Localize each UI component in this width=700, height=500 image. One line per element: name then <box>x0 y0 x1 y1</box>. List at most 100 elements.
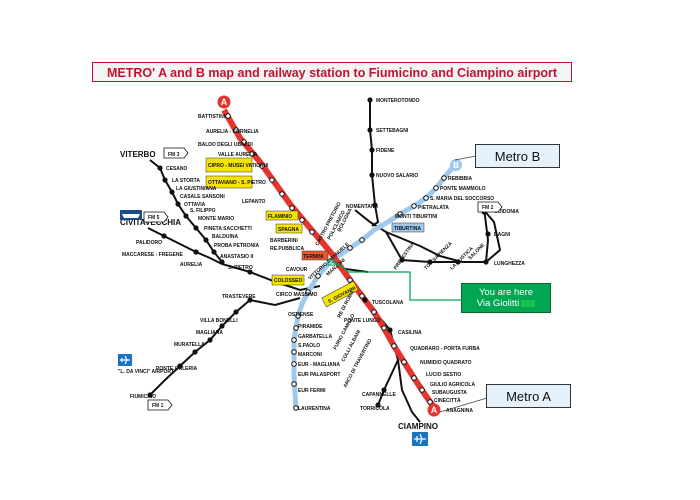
station-pietralata: PIETRALATA <box>418 205 449 211</box>
station-ponte-lungo: PONTE LUNGO <box>344 318 381 324</box>
tiburtina-box <box>391 222 425 233</box>
rail-fm5 <box>147 227 321 292</box>
metro-a-callout-label: Metro A <box>506 388 551 404</box>
fm3-badge: FM 3 <box>163 147 189 159</box>
fm2-badge: FM 2 <box>477 201 503 213</box>
station-dot <box>427 259 433 265</box>
station-proba: PROBA PETRONIA <box>214 243 259 249</box>
city-civitavecchia: CIVITAVECCHIA <box>120 218 181 227</box>
station-dot <box>175 201 181 207</box>
station-dot <box>279 191 285 197</box>
station-dot <box>192 349 198 355</box>
station-dot <box>169 189 175 195</box>
station-la-storta: LA STORTA <box>172 178 200 184</box>
station-dot <box>401 359 407 365</box>
station-dot <box>485 231 491 237</box>
fm3-label: FM 3 <box>168 152 180 158</box>
station-anagnina: ANAGNINA <box>446 408 473 414</box>
station-circo-massimo: CIRCO MASSIMO <box>276 292 318 298</box>
station-s-paolo: S.PAOLO <box>298 343 320 349</box>
rail-fm3 <box>149 159 223 263</box>
station-dot <box>147 392 153 398</box>
station-dot <box>193 225 199 231</box>
station-guidonia: GUIDONIA <box>494 209 519 215</box>
station-dot <box>193 249 199 255</box>
station-dot <box>309 229 315 235</box>
station-s-maria-soccorso: S. MARIA DEL SOCCORSO <box>430 196 494 202</box>
station-villa-bonelli: VILLA BONELLI <box>200 318 238 324</box>
station-capannelle: CAPANNELLE <box>362 392 396 398</box>
station-dot <box>367 97 373 103</box>
station-eur-magliana: EUR - MAGLIANA <box>298 362 340 368</box>
station-dot <box>367 127 373 133</box>
station-lucio-sestio: LUCIO SESTIO <box>426 372 461 378</box>
station-dot <box>203 237 209 243</box>
station-flaminio: FLAMINIO <box>268 214 292 220</box>
station-dot <box>241 139 247 145</box>
station-ponte-mammolo: PONTE MAMMOLO <box>440 186 486 192</box>
station-dot <box>399 257 405 263</box>
station-cavour: CAVOUR <box>286 267 308 273</box>
station-dot <box>211 249 217 255</box>
you-here-marker <box>327 259 337 266</box>
station-baldo: BALDO DEGLI UBALDI <box>198 142 253 148</box>
station-dot <box>295 313 301 319</box>
station-s-filippo: S. FILIPPO <box>190 208 216 214</box>
city-viterbo: VITERBO <box>120 150 156 159</box>
station-dot <box>183 213 189 219</box>
station-dot <box>375 402 381 408</box>
station-dot <box>359 293 365 299</box>
station-dot <box>315 273 321 279</box>
metro-a-badge-label: A <box>221 97 228 107</box>
station-casale: CASALE SANSONI <box>180 194 225 200</box>
s-giovanni-box <box>321 280 359 308</box>
station-battistini: BATTISTINI <box>198 114 226 120</box>
station-dot <box>397 211 403 217</box>
station-casilina: CASILINA <box>398 330 422 336</box>
station-dot <box>249 151 255 157</box>
station-dot <box>362 297 368 303</box>
metro-b-callout: Metro B <box>475 144 560 168</box>
station-subaugusta: SUBAUGUSTA <box>432 390 467 396</box>
metro-b-badge: B <box>450 159 462 171</box>
station-dot <box>162 177 168 183</box>
station-dot <box>371 309 377 315</box>
station-dot <box>259 163 265 169</box>
station-giulio-agricola: GIULIO AGRICOLA <box>430 382 475 388</box>
you-here-leader <box>331 261 461 301</box>
station-porta-furba: QUADRARO - PORTA FURBA <box>410 346 480 352</box>
station-dot <box>293 405 299 411</box>
rail-fm2 <box>385 207 502 263</box>
station-ponte-galeria: PONTE GALERIA <box>156 366 198 372</box>
station-dot <box>433 185 439 191</box>
station-repubblica: RE.PUBBLICA <box>270 246 305 252</box>
station-dot <box>291 361 297 367</box>
station-dot <box>387 327 393 333</box>
station-dot <box>381 325 387 331</box>
station-dot <box>225 113 231 119</box>
fm2-label: FM 2 <box>482 205 494 211</box>
city-ciampino: CIAMPINO <box>398 422 438 431</box>
station-aurelia-cornelia: AURELIA - CORNELIA <box>206 129 259 135</box>
station-la-giustiniana: LA GIUSTINIANA <box>176 186 217 192</box>
station-balduina: BALDUINA <box>212 234 238 240</box>
station-lepanto: LEPANTO <box>242 199 266 205</box>
station-marconi: MARCONI <box>298 352 322 358</box>
station-dot <box>269 177 275 183</box>
station-nuovo-salario: NUOVO SALARIO <box>376 173 418 179</box>
airplane-icon <box>412 432 428 446</box>
ship-icon <box>120 210 142 220</box>
metro-a-badge-label: A <box>431 405 438 415</box>
station-dot <box>359 237 365 243</box>
station-dot <box>247 269 253 275</box>
station-dot <box>411 203 417 209</box>
station-dot <box>347 277 353 283</box>
fm5-label: FM 5 <box>148 215 160 221</box>
station-pineta: PINETA SACCHETTI <box>204 226 252 232</box>
station-bagni: BAGNI <box>494 232 511 238</box>
you-are-here-line1: You are here <box>478 287 534 298</box>
station-cesano: CESANO <box>166 166 188 172</box>
station-dot <box>391 343 397 349</box>
station-nomentana: NOMENTANA <box>346 204 379 210</box>
station-fiumicino: FIUMICINO <box>130 394 156 400</box>
